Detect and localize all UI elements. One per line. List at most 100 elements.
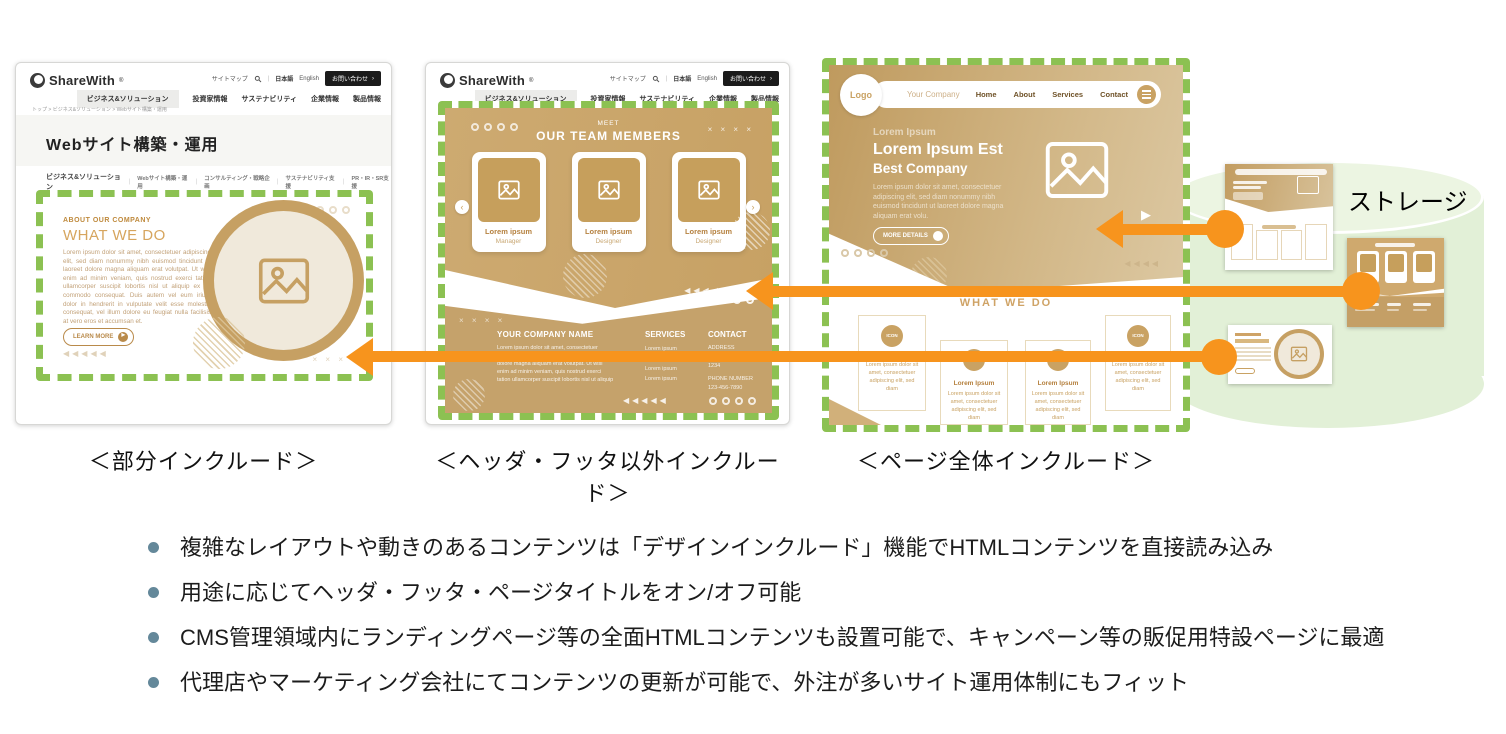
member-role: Manager <box>495 238 522 245</box>
hero-image-placeholder-icon <box>1037 131 1117 209</box>
feature-card[interactable]: ICON Lorem Ipsum Lorem ipsum dolor sit a… <box>858 315 926 411</box>
nav-services[interactable]: Services <box>1052 90 1084 99</box>
subnav-sdgs[interactable]: サステナビリティ支援 <box>285 176 335 190</box>
bullet-text: 用途に応じてヘッダ・フッタ・ページタイトルをオン/オフ可能 <box>180 580 802 605</box>
contact-button[interactable]: お問い合わせ › <box>324 71 381 86</box>
lang-en-link[interactable]: English <box>299 75 319 82</box>
arrow-circle-icon <box>932 229 943 241</box>
footer-service-link[interactable]: Lorem ipsum <box>645 346 677 352</box>
carousel-arrows[interactable]: ◀◀◀◀ <box>1124 259 1161 268</box>
bullet-text: 複雑なレイアウトや動きのあるコンテンツは「デザインインクルード」機能でHTMLコ… <box>180 535 1274 560</box>
footer-service-link[interactable]: Lorem ipsum <box>645 366 677 372</box>
footer-services-title: SERVICES <box>645 330 686 339</box>
carousel-arrows[interactable]: ◀◀◀◀◀ <box>63 349 109 358</box>
mockup-partial-include: ShareWith ® サイトマップ | 日本語 English お問い合わせ … <box>15 62 392 425</box>
team-card[interactable]: Lorem ipsum Manager <box>471 152 546 252</box>
hatched-circle-decoration <box>193 317 245 369</box>
nav-sustainability[interactable]: サステナビリティ <box>639 96 695 103</box>
team-heading: OUR TEAM MEMBERS <box>536 129 681 143</box>
nav-products[interactable]: 製品情報 <box>353 96 381 103</box>
site-logo[interactable]: Logo <box>840 74 882 116</box>
subnav-web[interactable]: Webサイト構築・運用 <box>137 176 188 190</box>
arrow-to-partial-include <box>370 351 1219 362</box>
nav-contact[interactable]: Contact <box>1100 90 1128 99</box>
hero-kicker: Lorem Ipsum <box>873 127 936 138</box>
carousel-arrows[interactable]: ◀◀◀◀◀ <box>684 286 730 295</box>
caption-partial-include: ＜部分インクルード＞ <box>88 449 319 474</box>
nav-business[interactable]: ビジネス&ソリューション <box>76 90 179 108</box>
lang-jp-link[interactable]: 日本語 <box>275 77 294 83</box>
divider: | <box>276 179 279 185</box>
team-card[interactable]: Lorem ipsum Designer <box>571 152 646 252</box>
lang-en-link[interactable]: English <box>697 75 717 82</box>
member-role: Designer <box>595 238 622 245</box>
member-photo-placeholder <box>477 158 540 222</box>
feature-card[interactable]: ICON Lorem Ipsum Lorem ipsum dolor sit a… <box>1105 315 1171 411</box>
storage-thumbnail-section[interactable] <box>1228 325 1332 384</box>
arrow-to-body-include <box>770 286 1362 297</box>
carousel-next-arrow[interactable]: ▶ <box>1141 207 1151 222</box>
carousel-next-button[interactable]: › <box>746 200 760 214</box>
subnav-pr[interactable]: PR・IR・SR支援 <box>351 176 389 190</box>
about-label: ABOUT OUR COMPANY <box>63 217 152 224</box>
search-icon[interactable] <box>652 75 660 83</box>
sharewith-logo[interactable]: ShareWith ® <box>440 73 533 88</box>
carousel-dots[interactable] <box>471 123 518 131</box>
footer-company-title: YOUR COMPANY NAME <box>497 330 594 339</box>
sharewith-logo[interactable]: ShareWith ® <box>30 73 123 88</box>
nav-sustainability[interactable]: サステナビリティ <box>241 96 297 103</box>
sitemap-link[interactable]: サイトマップ <box>211 77 248 83</box>
sitemap-link[interactable]: サイトマップ <box>609 77 646 83</box>
subnav-consulting[interactable]: コンサルティング・戦略企画 <box>204 176 270 190</box>
landing-nav-bar: Your Company Home About Services Contact <box>873 81 1161 108</box>
more-details-button[interactable]: MORE DETAILS <box>873 227 949 245</box>
corner-triangle-decoration <box>829 399 881 425</box>
footer-service-link[interactable]: Lorem ipsum <box>645 376 677 382</box>
hamburger-menu-icon[interactable] <box>1137 85 1156 104</box>
hatched-circle-decoration <box>563 254 607 298</box>
page-title: Webサイト構築・運用 <box>46 137 219 154</box>
nav-products[interactable]: 製品情報 <box>751 96 779 103</box>
carousel-prev-button[interactable]: ‹ <box>455 200 469 214</box>
lang-jp-link[interactable]: 日本語 <box>673 77 692 83</box>
divider: | <box>665 75 668 82</box>
footer-contact-title: CONTACT <box>708 330 747 339</box>
footer-phone-label: PHONE NUMBER <box>708 376 753 382</box>
nav-about[interactable]: About <box>1013 90 1036 99</box>
member-name: Lorem ipsum <box>684 227 733 236</box>
storage-thumbnail-body-content[interactable] <box>1347 238 1444 327</box>
sharewith-logo-icon <box>440 73 455 88</box>
nav-ir[interactable]: 投資家情報 <box>590 96 626 103</box>
divider: | <box>342 179 345 185</box>
footer-address-label: ADDRESS <box>708 345 735 351</box>
nav-corporate[interactable]: 企業情報 <box>311 96 339 103</box>
bullet-dot-icon <box>148 677 159 688</box>
nav-home[interactable]: Home <box>975 90 997 99</box>
storage-label: ストレージ <box>1348 189 1468 216</box>
search-icon[interactable] <box>254 75 262 83</box>
bullet-dot-icon <box>148 587 159 598</box>
mockup-full-page-include: Your Company Home About Services Contact… <box>822 58 1190 432</box>
sub-nav: ビジネス&ソリューション | Webサイト構築・運用 | コンサルティング・戦略… <box>46 172 391 192</box>
storage-thumbnail-full-page[interactable] <box>1225 164 1333 270</box>
learn-more-button[interactable]: LEARN MORE <box>63 328 135 346</box>
member-name: Lorem ipsum <box>584 227 633 236</box>
hero-title: Lorem Ipsum Est <box>873 141 1003 158</box>
carousel-arrows[interactable]: ◀◀◀◀◀ <box>623 396 669 405</box>
nav-ir[interactable]: 投資家情報 <box>192 96 228 103</box>
bullet-item: 用途に応じてヘッダ・フッタ・ページタイトルをオン/オフ可能 <box>148 576 1448 609</box>
member-photo-placeholder <box>677 158 740 222</box>
hatched-circle-decoration <box>453 379 485 411</box>
feature-body: Lorem ipsum dolor sit amet, consectetuer… <box>1111 361 1165 392</box>
team-kicker: MEET <box>597 120 620 127</box>
carousel-dots[interactable] <box>841 249 888 257</box>
nav-corporate[interactable]: 企業情報 <box>709 96 737 103</box>
carousel-dots[interactable] <box>709 397 756 405</box>
include-area-partial: ABOUT OUR COMPANY WHAT WE DO Lorem ipsum… <box>36 190 373 381</box>
subnav-business[interactable]: ビジネス&ソリューション <box>46 174 121 191</box>
breadcrumb[interactable]: トップ > ビジネス&ソリューション > Webサイト構築・運用 <box>32 107 167 113</box>
contact-button[interactable]: お問い合わせ › <box>722 71 779 86</box>
sharewith-logo-text: ShareWith <box>49 73 115 88</box>
feature-bullet-list: 複雑なレイアウトや動きのあるコンテンツは「デザインインクルード」機能でHTMLコ… <box>148 531 1448 711</box>
